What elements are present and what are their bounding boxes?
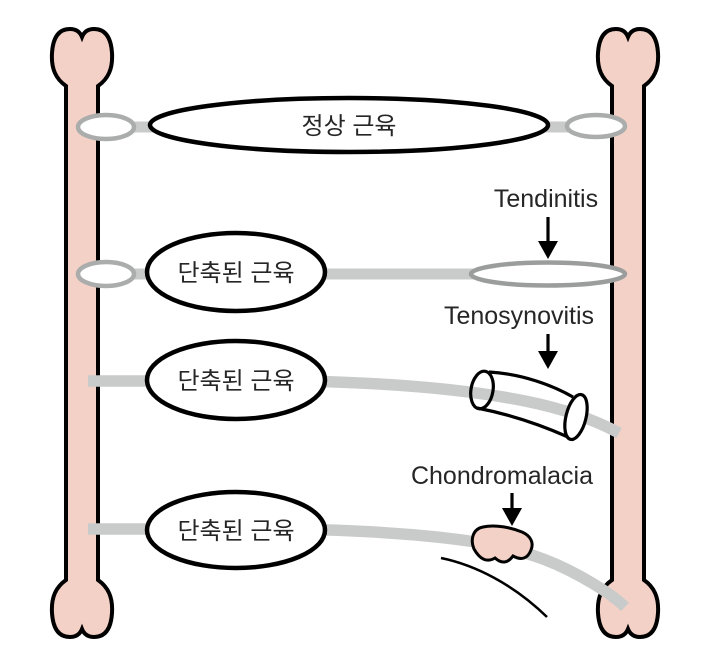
shortened-muscle-row3: 단축된 근육: [144, 338, 328, 422]
shortened-muscle-ellipse-row4: [144, 489, 328, 571]
attachment-ellipse-row2-left: [75, 259, 137, 289]
tendon-row3: [88, 375, 622, 439]
normal-muscle-ellipse: [147, 95, 551, 155]
joint-surface-arc: [440, 556, 548, 618]
shortened-muscle-row2: 단축된 근육: [144, 230, 328, 314]
attachment-ellipse-row1-left: [75, 112, 137, 142]
shortened-muscle-ellipse-row2: [144, 230, 328, 314]
shortened-muscle-ellipse-row3: [144, 338, 328, 422]
sheath-bottom-edge: [476, 406, 569, 439]
chondromalacia-label: Chondromalacia: [411, 462, 593, 490]
shortened-muscle-row4: 단축된 근육: [144, 489, 328, 571]
tendinitis-label: Tendinitis: [494, 185, 598, 213]
tenosynovitis-down-arrow-icon: [538, 351, 558, 369]
tendon-sheath-tube: [469, 369, 589, 442]
chondromalacia-annotation: Chondromalacia: [411, 462, 593, 526]
shortened-muscle-label-row3: 단축된 근육: [177, 368, 294, 395]
tenosynovitis-annotation: Tenosynovitis: [444, 302, 594, 369]
chondromalacia-down-arrow-icon: [502, 508, 522, 526]
normal-muscle: 정상 근육: [147, 95, 551, 155]
sheath-top-edge: [488, 370, 574, 399]
tendinitis-down-arrow-icon: [538, 241, 558, 259]
sheath-end-right: [563, 392, 589, 442]
shortened-muscle-label-row4: 단축된 근육: [177, 518, 294, 545]
tendinitis-annotation: Tendinitis: [494, 185, 598, 259]
cartilage-bump: [470, 524, 534, 564]
tenosynovitis-label: Tenosynovitis: [444, 302, 594, 330]
attachment-ellipse-row1-right: [564, 112, 628, 140]
swollen-tendon-ellipse: [468, 260, 628, 288]
shortened-muscle-label-row2: 단축된 근육: [177, 260, 294, 287]
normal-muscle-label: 정상 근육: [302, 113, 397, 140]
